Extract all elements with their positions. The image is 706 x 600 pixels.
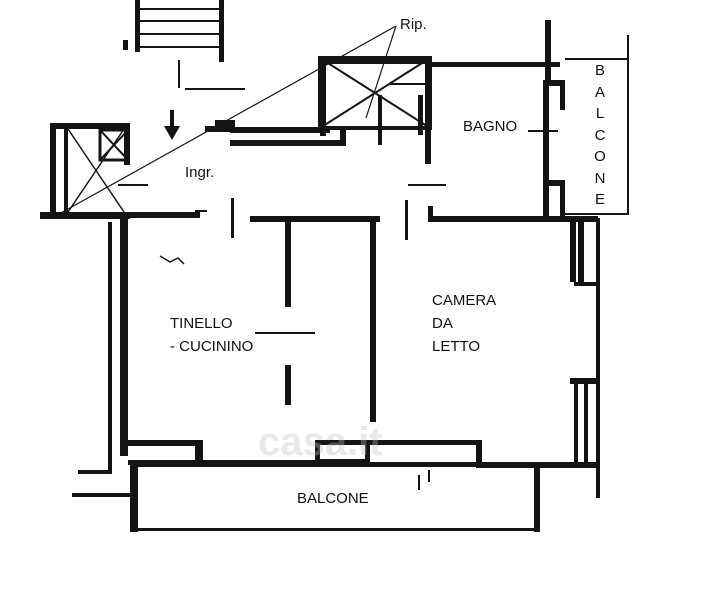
entry-arrow [164,110,180,140]
scribble-mark [159,255,185,265]
label-camera-line-3: LETTO [432,338,481,355]
label-ingr: Ingr. [185,164,215,181]
label-bagno: BAGNO [463,118,518,135]
label-rip: Rip. [400,16,427,33]
label-camera-da-letto: CAMERA DA LETTO [432,289,496,358]
label-tinello-line-2: - CUCININO [170,338,254,355]
balcone-letter: A [594,83,605,101]
walls [40,0,629,532]
label-camera-line-1: CAMERA [432,292,497,309]
watermark: casa.it [258,420,383,464]
label-tinello: TINELLO - CUCININO [170,312,253,358]
cross-marks [51,25,432,219]
balcone-letter: N [594,169,606,187]
label-tinello-line-1: TINELLO [170,315,233,332]
balcone-letter: E [594,191,605,208]
label-camera-line-2: DA [432,315,453,332]
balcone-letter: B [594,62,605,79]
balcone-letter: O [594,148,606,165]
balcone-letter: C [594,126,606,144]
label-balcone-side: B A L C O N E [593,60,607,211]
balcone-letter: L [595,105,605,122]
label-balcone-bottom: BALCONE [297,490,369,507]
